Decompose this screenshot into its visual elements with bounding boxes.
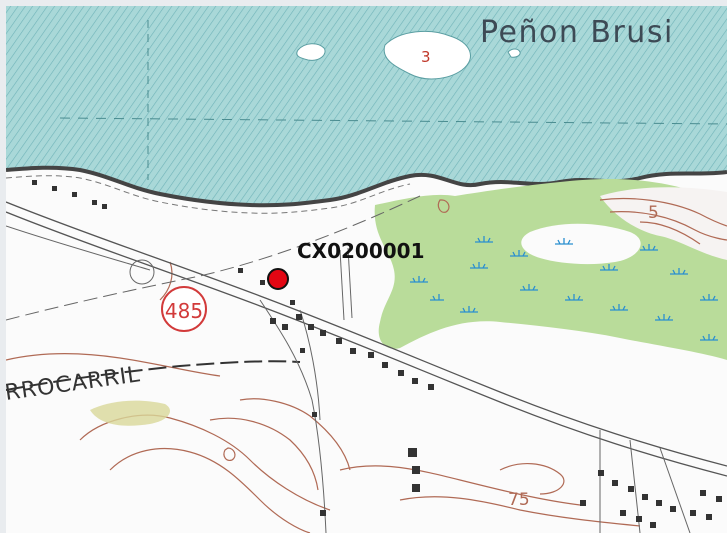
contour-label-south: 75: [508, 490, 530, 510]
coastal-road: [6, 201, 727, 477]
railway-line: [6, 360, 301, 391]
sea-area: [6, 6, 727, 206]
islet-small: [296, 43, 326, 61]
dashed-road: [6, 195, 421, 321]
building-markers: [32, 180, 722, 528]
secondary-road: [6, 225, 691, 533]
wetland-clearing: [521, 223, 641, 265]
roundabout: [129, 259, 155, 285]
coastal-dashed-line: [6, 175, 411, 214]
contour-label-east: 5: [648, 203, 659, 223]
marker-label: CX0200001: [297, 239, 425, 263]
grid-line: [59, 117, 727, 125]
islet-contour-label: 3: [421, 48, 431, 66]
marsh-symbols: [410, 236, 718, 341]
hill-east: [600, 187, 727, 260]
place-name-label: Peñon Brusi: [480, 15, 674, 50]
route-number-label: 485: [165, 299, 203, 323]
route-shield: 485: [161, 286, 207, 332]
islet-large: [383, 30, 472, 80]
islet-tiny: [507, 48, 521, 58]
embankment-area: [90, 400, 170, 426]
location-marker[interactable]: [267, 268, 289, 290]
